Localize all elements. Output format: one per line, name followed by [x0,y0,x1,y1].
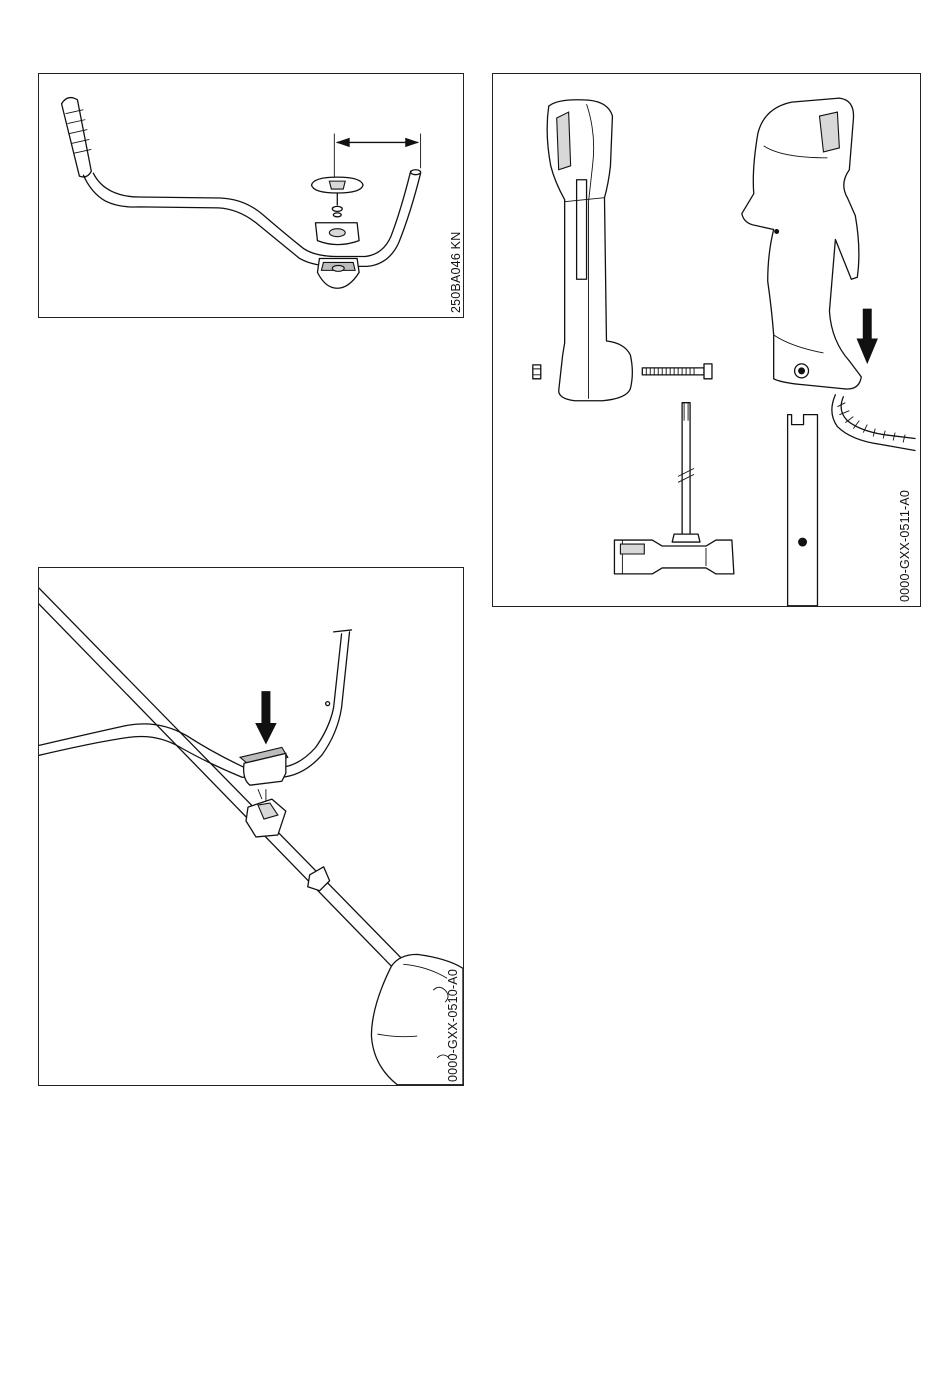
figure-code: 0000-GXX-0511-A0 [898,490,912,602]
shaft-clip [308,867,330,891]
figure-code: 250BA046 KN [449,232,463,313]
dimension-arrow-icon [334,134,420,184]
handlebar-tube [39,634,342,767]
nut [533,365,541,379]
figure-code: 0000-GXX-0510-A0 [446,969,460,1082]
figure-control-handle-parts: 0000-GXX-0511-A0 [492,73,921,607]
handle-assembled-right [742,98,861,389]
figure-handlebar-mounting: 0000-GXX-0510-A0 [38,567,464,1086]
drive-tube [39,588,413,970]
grip-left [62,98,92,177]
adjusting-tool [788,415,818,606]
handle-half-left [547,100,632,401]
clamp-upper [240,747,288,801]
combination-wrench [614,403,733,574]
clamp-knob [312,177,364,217]
arrow-down-icon [857,309,877,363]
bolt [642,364,712,379]
handlebar-mounting-illustration [39,568,463,1085]
handlebar-clamp-illustration [39,74,463,317]
handlebar-tube [83,173,420,266]
figure-handlebar-clamp: 250BA046 KN [38,73,464,318]
arrow-down-icon [256,692,276,744]
control-handle-parts-illustration [493,74,920,606]
